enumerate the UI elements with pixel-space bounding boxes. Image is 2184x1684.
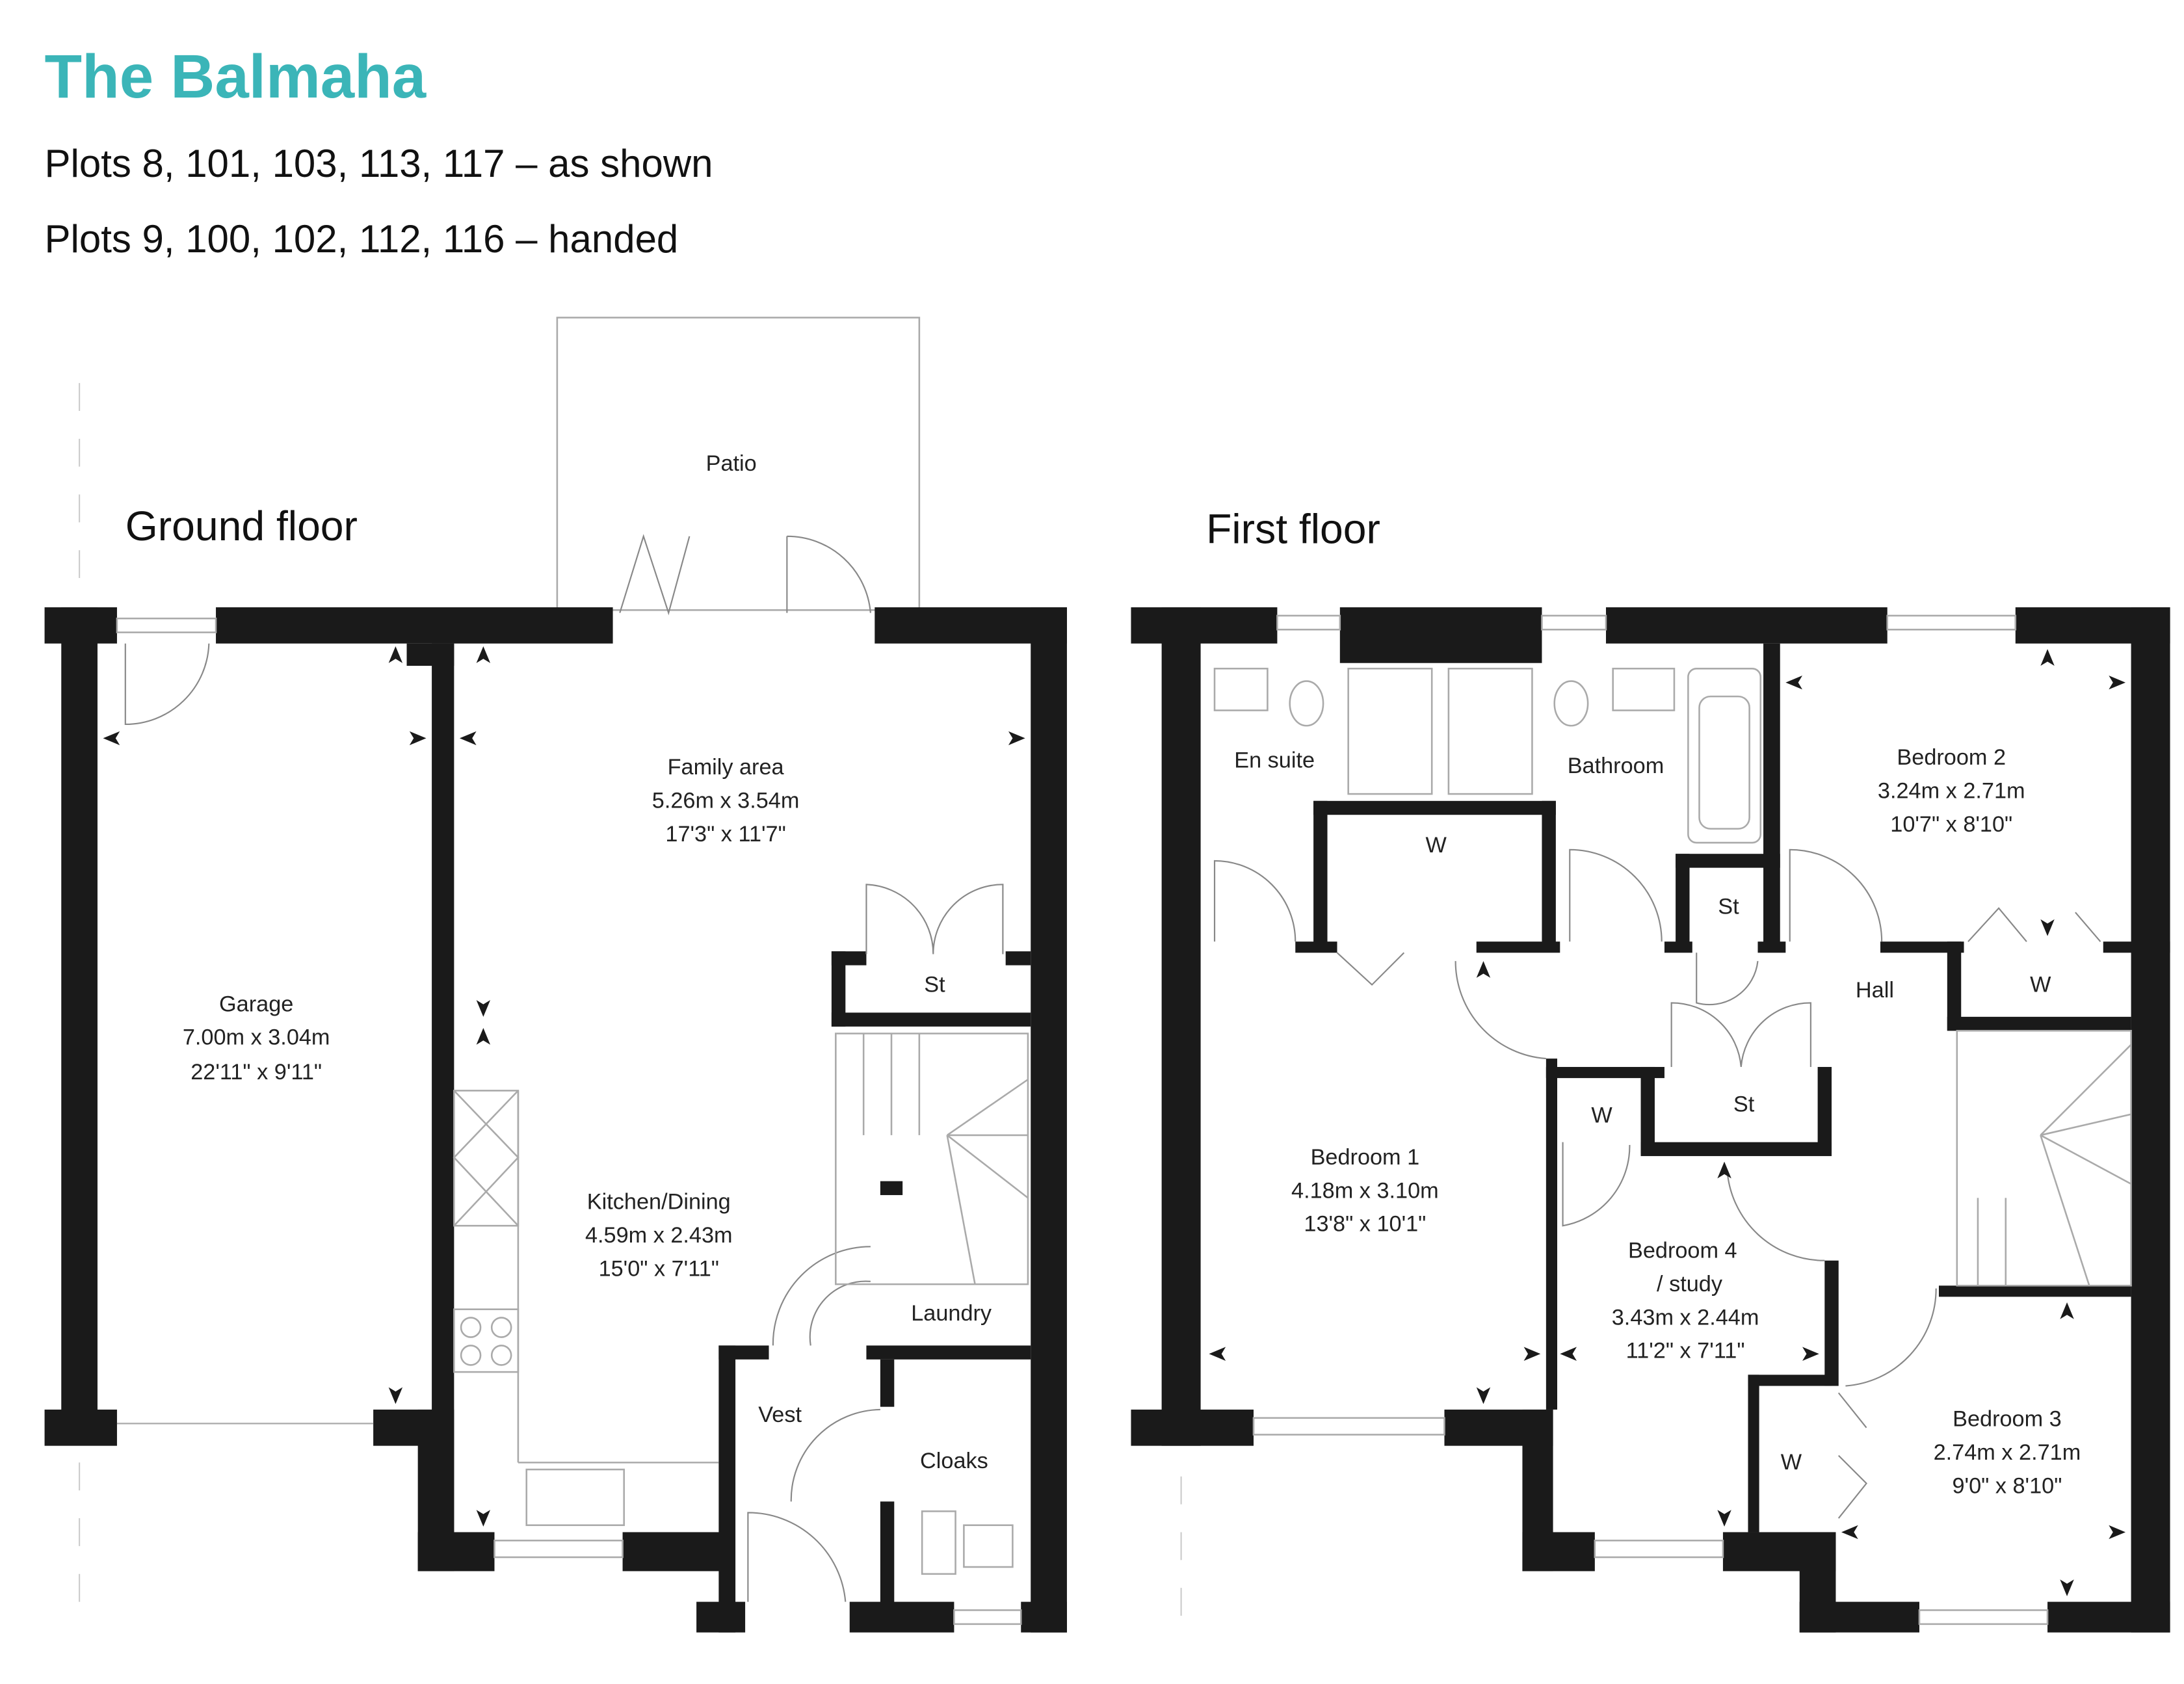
bedroom3-metric: 2.74m x 2.71m [1934, 1440, 2081, 1465]
bedroom2-label: Bedroom 2 [1897, 745, 2006, 770]
bed2-wardrobe-label: W [2030, 972, 2051, 997]
bed1-wardrobe-label: W [1425, 833, 1447, 858]
kitchen-metric: 4.59m x 2.43m [585, 1223, 733, 1248]
laundry-door [772, 1246, 871, 1346]
ground-stairs [835, 1033, 1029, 1285]
laundry-label: Laundry [911, 1301, 992, 1326]
plots-as-shown: Plots 8, 101, 103, 113, 117 – as shown [45, 142, 713, 185]
bedroom3-label: Bedroom 3 [1953, 1407, 2062, 1432]
bedroom2-imperial: 10'7" x 8'10" [1890, 812, 2012, 837]
store-upper-label: St [1718, 894, 1739, 919]
first-floor-plan: First floor [1131, 505, 2170, 1633]
dimension-arrows [103, 646, 1025, 1527]
first-walls [1131, 607, 2170, 1633]
first-floor-doors [1213, 849, 2101, 1519]
plots-handed: Plots 9, 100, 102, 112, 116 – handed [45, 217, 679, 261]
garage-label: Garage [219, 992, 293, 1016]
kitchen-units [453, 1090, 1014, 1575]
window [1276, 614, 1341, 631]
bedroom1-imperial: 13'8" x 10'1" [1304, 1212, 1426, 1237]
window [953, 1609, 1022, 1625]
window [1252, 1417, 1445, 1436]
dimension-arrows [1209, 649, 2126, 1597]
garage-imperial: 22'11" x 9'11" [191, 1060, 322, 1085]
bedroom4-imperial: 11'2" x 7'11" [1626, 1339, 1745, 1363]
ground-walls [44, 607, 1067, 1633]
bathroom-label: Bathroom [1568, 754, 1664, 778]
family-area-metric: 5.26m x 3.54m [652, 789, 800, 813]
store-doors [865, 884, 1004, 954]
patio-door [786, 535, 871, 613]
window [1918, 1609, 2049, 1625]
hall-label: Hall [1856, 978, 1894, 1003]
bedroom1-label: Bedroom 1 [1311, 1145, 1420, 1170]
ground-floor-plan: Ground floor Patio [44, 317, 1067, 1633]
family-area-label: Family area [668, 755, 785, 780]
front-door [747, 1512, 847, 1602]
bedroom3-imperial: 9'0" x 8'10" [1953, 1473, 2062, 1498]
store-label: St [924, 972, 945, 997]
patio-outline [556, 317, 921, 611]
cloaks-door [790, 1408, 880, 1502]
window [1594, 1540, 1724, 1559]
bed4-wardrobe-label: W [1591, 1103, 1612, 1128]
bedroom1-metric: 4.18m x 3.10m [1291, 1178, 1439, 1203]
first-stairs [1956, 1029, 2132, 1287]
family-area-imperial: 17'3" x 11'7" [665, 822, 785, 847]
bedroom4-label: Bedroom 4 [1628, 1238, 1737, 1263]
bed3-wardrobe-label: W [1781, 1450, 1802, 1475]
window [493, 1540, 624, 1559]
cloaks-label: Cloaks [920, 1449, 988, 1473]
garage-side-door [124, 643, 210, 726]
patio-label: Patio [706, 451, 757, 476]
bedroom2-metric: 3.24m x 2.71m [1878, 779, 2025, 804]
bedroom4-study-label: / study [1657, 1272, 1723, 1296]
window [116, 617, 217, 633]
window [1541, 614, 1607, 631]
garage-metric: 7.00m x 3.04m [183, 1025, 330, 1050]
store-lower-label: St [1733, 1092, 1755, 1117]
kitchen-imperial: 15'0" x 7'11" [599, 1256, 719, 1281]
window [1886, 614, 2017, 631]
ensuite-label: En suite [1234, 748, 1315, 772]
ground-floor-label: Ground floor [125, 503, 358, 549]
first-floor-label: First floor [1206, 505, 1380, 552]
vest-label: Vest [758, 1402, 802, 1427]
page-title: The Balmaha [45, 42, 427, 111]
kitchen-label: Kitchen/Dining [587, 1189, 731, 1214]
sanitaryware [1213, 668, 1762, 844]
bedroom4-metric: 3.43m x 2.44m [1612, 1305, 1759, 1330]
bifold-door [619, 534, 691, 616]
